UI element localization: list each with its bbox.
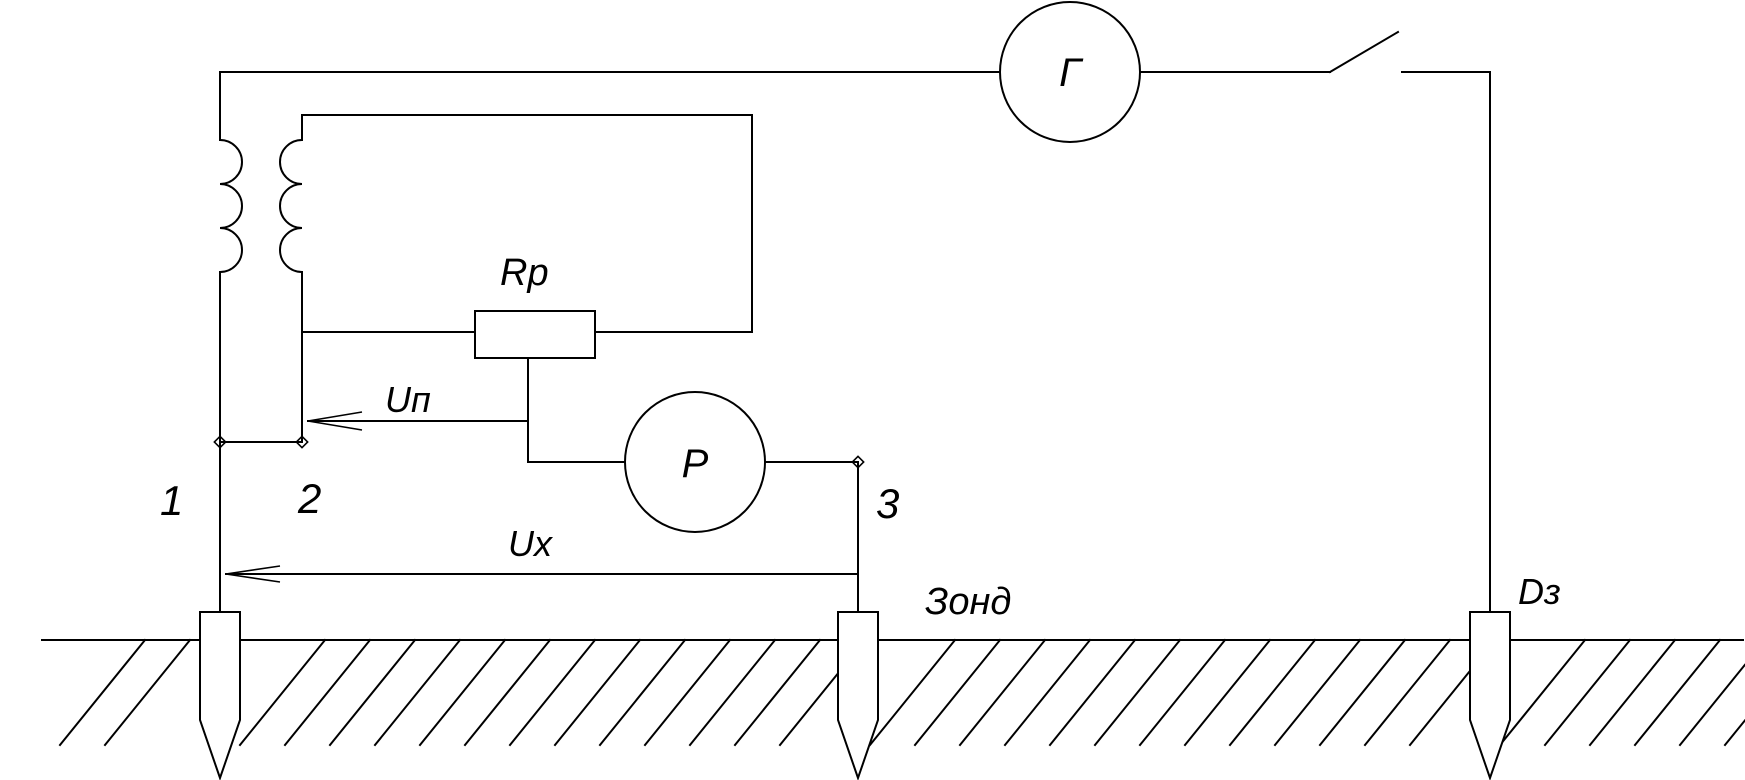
node-2: [295, 435, 309, 449]
hatch-stroke: [1363, 638, 1452, 747]
hatch-stroke: [283, 638, 372, 747]
hatch-stroke: [328, 638, 417, 747]
hatch-stroke: [508, 638, 597, 747]
hatch-stroke: [733, 638, 822, 747]
hatch-stroke: [1273, 638, 1362, 747]
probe-stake: [837, 611, 879, 780]
resistor-label: Rр: [500, 252, 549, 294]
hatch-stroke: [1723, 718, 1745, 747]
secondary-lead-down: [301, 271, 476, 333]
hatch-stroke: [418, 638, 507, 747]
primary-coil: [218, 138, 243, 274]
hatch-stroke: [373, 638, 462, 747]
hatch-stroke: [1138, 638, 1227, 747]
terminal-label-2: 2: [297, 475, 321, 522]
compensation-voltage-label: Uп: [385, 379, 431, 420]
hatch-stroke: [553, 638, 642, 747]
hatch-stroke: [1183, 638, 1272, 747]
measured-voltage-label: Ux: [508, 523, 554, 564]
generator-label: Г: [1059, 51, 1084, 95]
hatch-stroke: [868, 638, 957, 747]
hatch-stroke: [1093, 638, 1182, 747]
hatch-stroke: [688, 638, 777, 747]
aux-electrode-label: Dз: [1518, 571, 1561, 612]
hatch-stroke: [913, 638, 1002, 747]
electrode-1-stake: [199, 611, 241, 780]
hatch-stroke: [1588, 638, 1677, 747]
terminal-label-3: 3: [876, 480, 899, 527]
hatch-stroke: [103, 638, 192, 747]
hatch-stroke: [1633, 638, 1722, 747]
hatch-stroke: [1498, 638, 1587, 747]
hatch-stroke: [1678, 663, 1745, 747]
probe-label: Зонд: [925, 581, 1011, 623]
hatch-stroke: [1543, 638, 1632, 747]
secondary-top-loop: [301, 114, 753, 333]
terminal-label-1: 1: [160, 477, 183, 524]
meter-to-node-3: [764, 461, 859, 613]
node-3: [851, 455, 865, 469]
hatch-stroke: [238, 638, 327, 747]
hatch-stroke: [1228, 638, 1317, 747]
hatch-stroke: [1048, 638, 1137, 747]
hatch-stroke: [958, 638, 1047, 747]
hatch-stroke: [643, 638, 732, 747]
secondary-coil: [279, 138, 304, 274]
electrode-d-stake: [1469, 611, 1511, 780]
wire-top-left: [219, 71, 1001, 136]
un-arrow-head: [307, 411, 363, 431]
hatch-stroke: [1003, 638, 1092, 747]
wire-switch-to-electrode-d: [1401, 71, 1491, 613]
hatch-stroke: [463, 638, 552, 747]
hatch-stroke: [58, 638, 147, 747]
meter-label: Р: [682, 442, 709, 486]
hatch-stroke: [598, 638, 687, 747]
ux-arrow-head: [225, 565, 281, 583]
resistor-tap-wire: [527, 357, 626, 463]
node-1: [213, 435, 227, 449]
ground-hatching: [58, 638, 1745, 747]
switch-blade: [1328, 30, 1400, 74]
hatch-stroke: [1318, 638, 1407, 747]
resistor-rp: [474, 310, 596, 359]
